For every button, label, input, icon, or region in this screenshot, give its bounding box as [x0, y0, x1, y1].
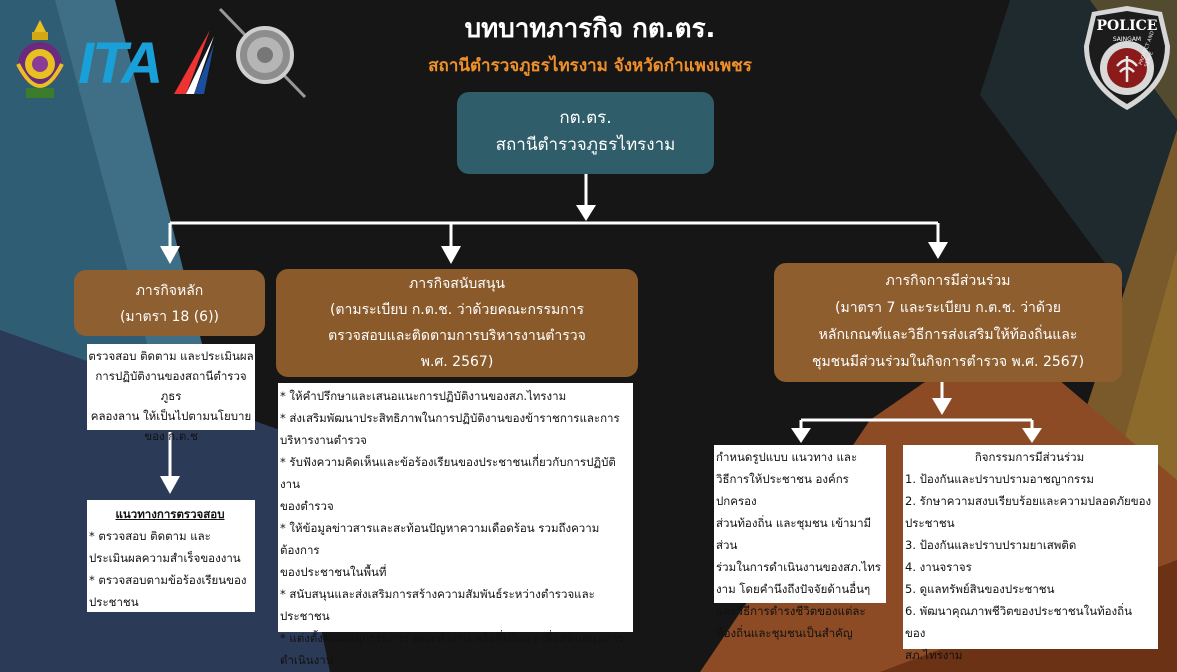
ita-logo-text: ITA — [78, 31, 163, 96]
support-item-line: บริหารงานตำรวจ — [280, 433, 367, 447]
arrow-head-icon — [441, 246, 461, 264]
activity-line: 5. ดูแลทรัพย์สินของประชาชน — [905, 582, 1055, 596]
page-subtitle: สถานีตำรวจภูธรไทรงาม จังหวัดกำแพงเพชร — [428, 56, 752, 76]
approach-line: ร่วมในการดำเนินงานของสภ.ไทร — [716, 560, 881, 574]
support-mission-line: ภารกิจสนับสนุน — [409, 276, 505, 292]
royal-emblem-logo — [16, 20, 64, 98]
description-line: ของ ก.ต.ช — [144, 429, 198, 443]
activity-line: 2. รักษาความสงบเรียบร้อยและความปลอดภัยขอ… — [905, 494, 1152, 508]
participation-mission-line: ภารกิจการมีส่วนร่วม — [885, 273, 1011, 289]
committee-node-line: กต.ตร. — [559, 108, 612, 128]
arrow-head-icon — [160, 246, 180, 264]
support-mission-line: (ตามระเบียบ ก.ต.ช. ว่าด้วยคณะกรรมการ — [329, 302, 585, 318]
police-badge-logo: POLICE SAINGAM PROTECT AND SERVE — [1082, 6, 1172, 110]
guideline-line: ประเมินผลความสำเร็จของงาน — [89, 551, 241, 565]
guideline-line: * ตรวจสอบตามข้อร้องเรียนของ — [89, 573, 247, 587]
support-item-line: ของประชาชนในพื้นที่ — [280, 565, 387, 579]
main-mission-node: ภารกิจหลัก (มาตรา 18 (6)) — [74, 270, 265, 336]
shield-sword-emblem-logo — [218, 7, 307, 99]
support-item-line: ประชาชน — [280, 609, 330, 623]
arrow-head-icon — [576, 205, 596, 221]
main-mission-reference: (มาตรา 18 (6)) — [119, 309, 220, 325]
participation-mission-line: ชุมชนมีส่วนร่วมในกิจการตำรวจ พ.ศ. 2567) — [811, 354, 1085, 370]
committee-node-line: สถานีตำรวจภูธรไทรงาม — [495, 135, 676, 155]
main-mission-description: ตรวจสอบ ติดตาม และประเมินผล การปฏิบัติงา… — [87, 344, 255, 443]
main-mission-label: ภารกิจหลัก — [135, 283, 204, 299]
description-line: ตรวจสอบ ติดตาม และประเมินผล — [88, 349, 254, 363]
approach-line: ท้องถิ่นและชุมชนเป็นสำคัญ — [716, 626, 853, 640]
activity-line: 4. งานจราจร — [905, 560, 972, 574]
support-item-line: ของตำรวจ — [280, 499, 334, 513]
support-mission-items: * ให้คำปรึกษาและเสนอแนะการปฏิบัติงานของส… — [278, 383, 633, 667]
support-mission-node: ภารกิจสนับสนุน (ตามระเบียบ ก.ต.ช. ว่าด้ว… — [276, 269, 638, 377]
support-item-line: ดำเนินงาน — [280, 653, 334, 667]
police-badge-title: POLICE — [1096, 18, 1158, 34]
description-line: การปฏิบัติงานของสถานีตำรวจภูธร — [95, 369, 247, 403]
description-line: คลองลาน ให้เป็นไปตามนโยบาย — [90, 409, 252, 423]
approach-line: และวิธีการดำรงชีวิตของแต่ละ — [716, 604, 866, 618]
police-badge-station: SAINGAM — [1112, 36, 1142, 43]
participation-activities-box: กิจกรรมการมีส่วนร่วม 1. ป้องกันและปราบปร… — [903, 445, 1158, 662]
committee-node: กต.ตร. สถานีตำรวจภูธรไทรงาม — [457, 92, 714, 174]
arrow-head-icon — [791, 428, 811, 443]
arrow-head-icon — [1022, 428, 1042, 443]
activity-line: 6. พัฒนาคุณภาพชีวิตของประชาชนในท้องถิ่น … — [905, 604, 1132, 640]
support-mission-line: ตรวจสอบและติดตามการบริหารงานตำรวจ — [328, 328, 586, 344]
support-item-line: * ส่งเสริมพัฒนาประสิทธิภาพในการปฏิบัติงา… — [280, 411, 620, 425]
activity-line: 1. ป้องกันและปราบปรามอาชญากรรม — [905, 472, 1094, 486]
inspection-guidelines-box: แนวทางการตรวจสอบ * ตรวจสอบ ติดตาม และ ปร… — [87, 500, 255, 612]
arrow-head-icon — [932, 398, 952, 415]
guideline-line: * ตรวจสอบ ติดตาม และ — [89, 529, 211, 543]
arrow-head-icon — [160, 476, 180, 494]
page-title: บทบาทภารกิจ กต.ตร. — [464, 14, 716, 44]
activity-line: ประชาชน — [905, 516, 955, 530]
activity-line: 3. ป้องกันและปราบปรามยาเสพติด — [905, 538, 1077, 552]
activities-title: กิจกรรมการมีส่วนร่วม — [974, 450, 1085, 464]
approach-line: กำหนดรูปแบบ แนวทาง และ — [716, 450, 858, 464]
ita-logo: ITA — [78, 30, 214, 96]
arrow-head-icon — [928, 242, 948, 259]
support-item-line: * ให้คำปรึกษาและเสนอแนะการปฏิบัติงานของส… — [280, 389, 567, 403]
approach-line: วิธีการให้ประชาชน องค์กรปกครอง — [716, 472, 849, 508]
approach-line: ส่วนท้องถิ่น และชุมชน เข้ามามีส่วน — [716, 516, 872, 552]
activity-line: สภ.ไทรงาม — [905, 648, 963, 662]
participation-approach-box: กำหนดรูปแบบ แนวทาง และ วิธีการให้ประชาชน… — [714, 445, 886, 640]
inspection-guidelines-title: แนวทางการตรวจสอบ — [115, 507, 225, 521]
guideline-line: ประชาชน — [89, 595, 139, 609]
support-item-line: * รับฟังความคิดเห็นและข้อร้องเรียนของประ… — [280, 455, 616, 491]
support-mission-line: พ.ศ. 2567) — [420, 354, 494, 370]
participation-mission-node: ภารกิจการมีส่วนร่วม (มาตรา 7 และระเบียบ … — [774, 263, 1122, 382]
participation-mission-line: หลักเกณฑ์และวิธีการส่งเสริมให้ท้องถิ่นแล… — [818, 327, 1078, 343]
support-item-line: * แต่งตั้งคณะอนุกรรมการ คณะทำงาน หรือที่… — [280, 631, 624, 645]
participation-mission-line: (มาตรา 7 และระเบียบ ก.ต.ช. ว่าด้วย — [835, 300, 1061, 316]
approach-line: งาม โดยคำนึงถึงปัจจัยด้านอื่นๆ — [716, 582, 871, 596]
support-item-line: * ให้ข้อมูลข่าวสารและสะท้อนปัญหาความเดือ… — [280, 521, 600, 557]
support-item-line: * สนับสนุนและส่งเสริมการสร้างความสัมพันธ… — [280, 587, 595, 601]
